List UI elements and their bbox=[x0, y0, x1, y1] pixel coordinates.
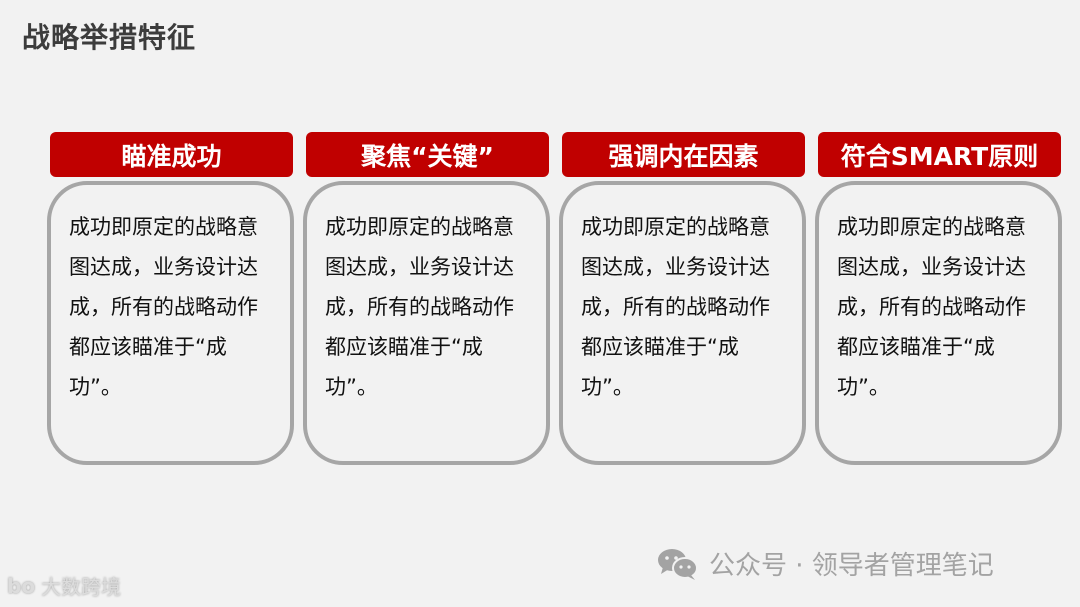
logo-text: 大数跨境 bbox=[41, 575, 122, 599]
logo-mark-icon: bo bbox=[7, 573, 36, 598]
card-text: 成功即原定的战略意图达成，业务设计达成，所有的战略动作都应该瞄准于“成功”。 bbox=[325, 215, 514, 399]
card-heading: 瞄准成功 bbox=[50, 132, 293, 177]
card-focus-key: 聚焦“关键” 成功即原定的战略意图达成，业务设计达成，所有的战略动作都应该瞄准于… bbox=[303, 132, 550, 465]
card-text: 成功即原定的战略意图达成，业务设计达成，所有的战略动作都应该瞄准于“成功”。 bbox=[69, 215, 258, 399]
slide-title: 战略举措特征 bbox=[22, 21, 197, 54]
card-body: 成功即原定的战略意图达成，业务设计达成，所有的战略动作都应该瞄准于“成功”。 bbox=[303, 181, 550, 465]
watermark-text: 公众号 · 领导者管理笔记 bbox=[709, 551, 994, 581]
card-aim-success: 瞄准成功 成功即原定的战略意图达成，业务设计达成，所有的战略动作都应该瞄准于“成… bbox=[47, 132, 294, 465]
brand-logo: bo 大数跨境 bbox=[7, 571, 121, 600]
watermark: 公众号 · 领导者管理笔记 bbox=[657, 545, 994, 582]
card-heading: 聚焦“关键” bbox=[306, 132, 549, 177]
card-body: 成功即原定的战略意图达成，业务设计达成，所有的战略动作都应该瞄准于“成功”。 bbox=[47, 181, 294, 465]
wechat-icon bbox=[658, 548, 698, 580]
card-text: 成功即原定的战略意图达成，业务设计达成，所有的战略动作都应该瞄准于“成功”。 bbox=[837, 215, 1026, 399]
card-body: 成功即原定的战略意图达成，业务设计达成，所有的战略动作都应该瞄准于“成功”。 bbox=[815, 181, 1062, 465]
card-smart-principle: 符合SMART原则 成功即原定的战略意图达成，业务设计达成，所有的战略动作都应该… bbox=[815, 132, 1062, 465]
card-text: 成功即原定的战略意图达成，业务设计达成，所有的战略动作都应该瞄准于“成功”。 bbox=[581, 215, 770, 399]
card-internal-factors: 强调内在因素 成功即原定的战略意图达成，业务设计达成，所有的战略动作都应该瞄准于… bbox=[559, 132, 806, 465]
card-body: 成功即原定的战略意图达成，业务设计达成，所有的战略动作都应该瞄准于“成功”。 bbox=[559, 181, 806, 465]
card-heading: 强调内在因素 bbox=[562, 132, 805, 177]
card-heading: 符合SMART原则 bbox=[818, 132, 1061, 177]
